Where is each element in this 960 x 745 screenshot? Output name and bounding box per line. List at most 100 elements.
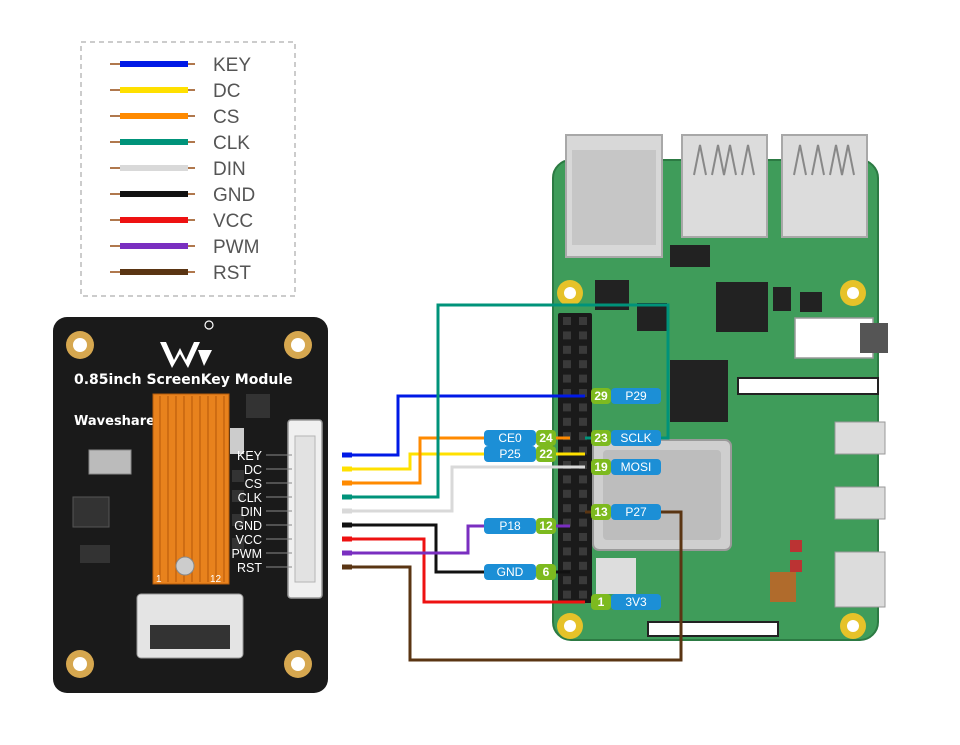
ram-chip [670,360,728,422]
legend-item-vcc: VCC [110,211,253,232]
gpio-pin [579,374,587,383]
fpc-pin-first: 1 [156,574,162,585]
gpio-pin [579,561,587,570]
gpio-pin [579,504,587,513]
legend-item-gnd: GND [110,185,255,206]
gpio-pin [579,389,587,397]
flex-cable [153,394,229,584]
gpio-pin [579,475,587,484]
pi-pin-labels-right: 29 P29 23 SCLK 19 MOSI 13 P27 1 3V3 [591,388,661,610]
micro-hdmi-port-1 [834,486,886,520]
legend-label-key: KEY [213,55,251,76]
pin-num-19: 19 [594,460,608,474]
pin-name-ce0: CE0 [498,431,522,445]
pin-num-1: 1 [598,595,605,609]
legend-label-vcc: VCC [213,211,253,232]
pin-num-6: 6 [543,565,550,579]
pin-name-p25: P25 [499,447,521,461]
raspberry-pi-board [552,134,888,641]
pin-label-p27: 13 P27 [591,504,661,520]
fpc-pin-last: 12 [210,574,222,585]
pin-label-sclk: 23 SCLK [591,430,661,446]
gpio-pin-grid [563,317,587,599]
pin-label-gnd: GND 6 [484,564,556,580]
gpio-pin [579,417,587,426]
pin-label-mosi: 19 MOSI [591,459,661,475]
wire-vcc [348,537,585,604]
gpio-pin [579,518,587,527]
gpio-pin [563,374,571,383]
wire-cs [348,436,570,485]
legend-label-rst: RST [213,263,251,284]
cable-screw-icon [175,556,195,576]
module-pin-labels: KEY DC CS CLK DIN GND VCC PWM RST [231,449,262,575]
gpio-pin [563,345,571,354]
display-connector [737,377,879,395]
usb-controller-chip [716,282,768,332]
gpio-pin [563,417,571,426]
module-pin-din: DIN [240,505,262,519]
gpio-pin [563,432,571,441]
pin-num-22: 22 [539,447,553,461]
legend-item-clk: CLK [110,133,250,154]
wire-din [348,465,585,513]
gpio-pin [563,547,571,556]
usb-port-2 [781,134,868,238]
gpio-pin [579,432,587,441]
gpio-pin [579,576,587,585]
gpio-pin [579,461,587,469]
gpio-pin [563,403,571,412]
legend-label-gnd: GND [213,185,255,206]
pin-name-sclk: SCLK [620,431,651,445]
module-pin-vcc: VCC [236,533,262,547]
gpio-pin [579,489,587,498]
legend-label-dc: DC [213,81,240,102]
pin-name-3v3: 3V3 [625,595,647,609]
legend-label-clk: CLK [213,133,250,154]
legend-item-key: KEY [110,55,251,76]
gpio-pin [563,461,571,469]
legend-item-rst: RST [110,263,251,284]
module-pin-rst: RST [237,561,262,575]
gpio-pin [579,533,587,541]
gpio-pin [563,446,571,455]
gpio-pin [579,590,587,599]
legend-item-din: DIN [110,159,246,180]
gpio-pin [563,331,571,340]
pin-name-gnd: GND [497,565,524,579]
pin-num-13: 13 [594,505,608,519]
camera-connector [647,621,779,637]
gpio-pin [579,317,587,325]
pin-label-p29: 29 P29 [591,388,661,404]
gpio-pin [563,475,571,484]
gpio-pin [579,345,587,354]
gpio-pin [563,590,571,599]
gpio-pin [563,389,571,397]
gpio-pin [563,518,571,527]
module-pin-cs: CS [245,477,262,491]
module-pin-clk: CLK [238,491,263,505]
gpio-pin [563,561,571,570]
legend-label-pwm: PWM [213,237,259,258]
pin-name-p27: P27 [625,505,647,519]
gpio-pin [563,533,571,541]
legend-item-dc: DC [110,81,240,102]
legend-item-cs: CS [110,107,239,128]
gpio-pin [579,360,587,369]
pi-pin-labels-left: CE0 24 P25 22 P18 12 GND 6 [484,430,556,580]
gpio-pin [579,331,587,340]
pin-name-p18: P18 [499,519,521,533]
gpio-pin [563,504,571,513]
pin-label-3v3: 1 3V3 [591,594,661,610]
module-pin-dc: DC [244,463,262,477]
gpio-pin [579,547,587,556]
pin-label-ce0: CE0 24 [484,430,556,446]
gpio-pin [563,360,571,369]
screenkey-module-board: 0.85inch ScreenKey Module Waveshare 1 12… [53,317,328,693]
pin-label-p18: P18 12 [484,518,556,534]
pin-num-24: 24 [539,431,553,445]
pin-name-mosi: MOSI [621,460,652,474]
pin-num-23: 23 [594,431,608,445]
module-brand: Waveshare [74,414,155,429]
